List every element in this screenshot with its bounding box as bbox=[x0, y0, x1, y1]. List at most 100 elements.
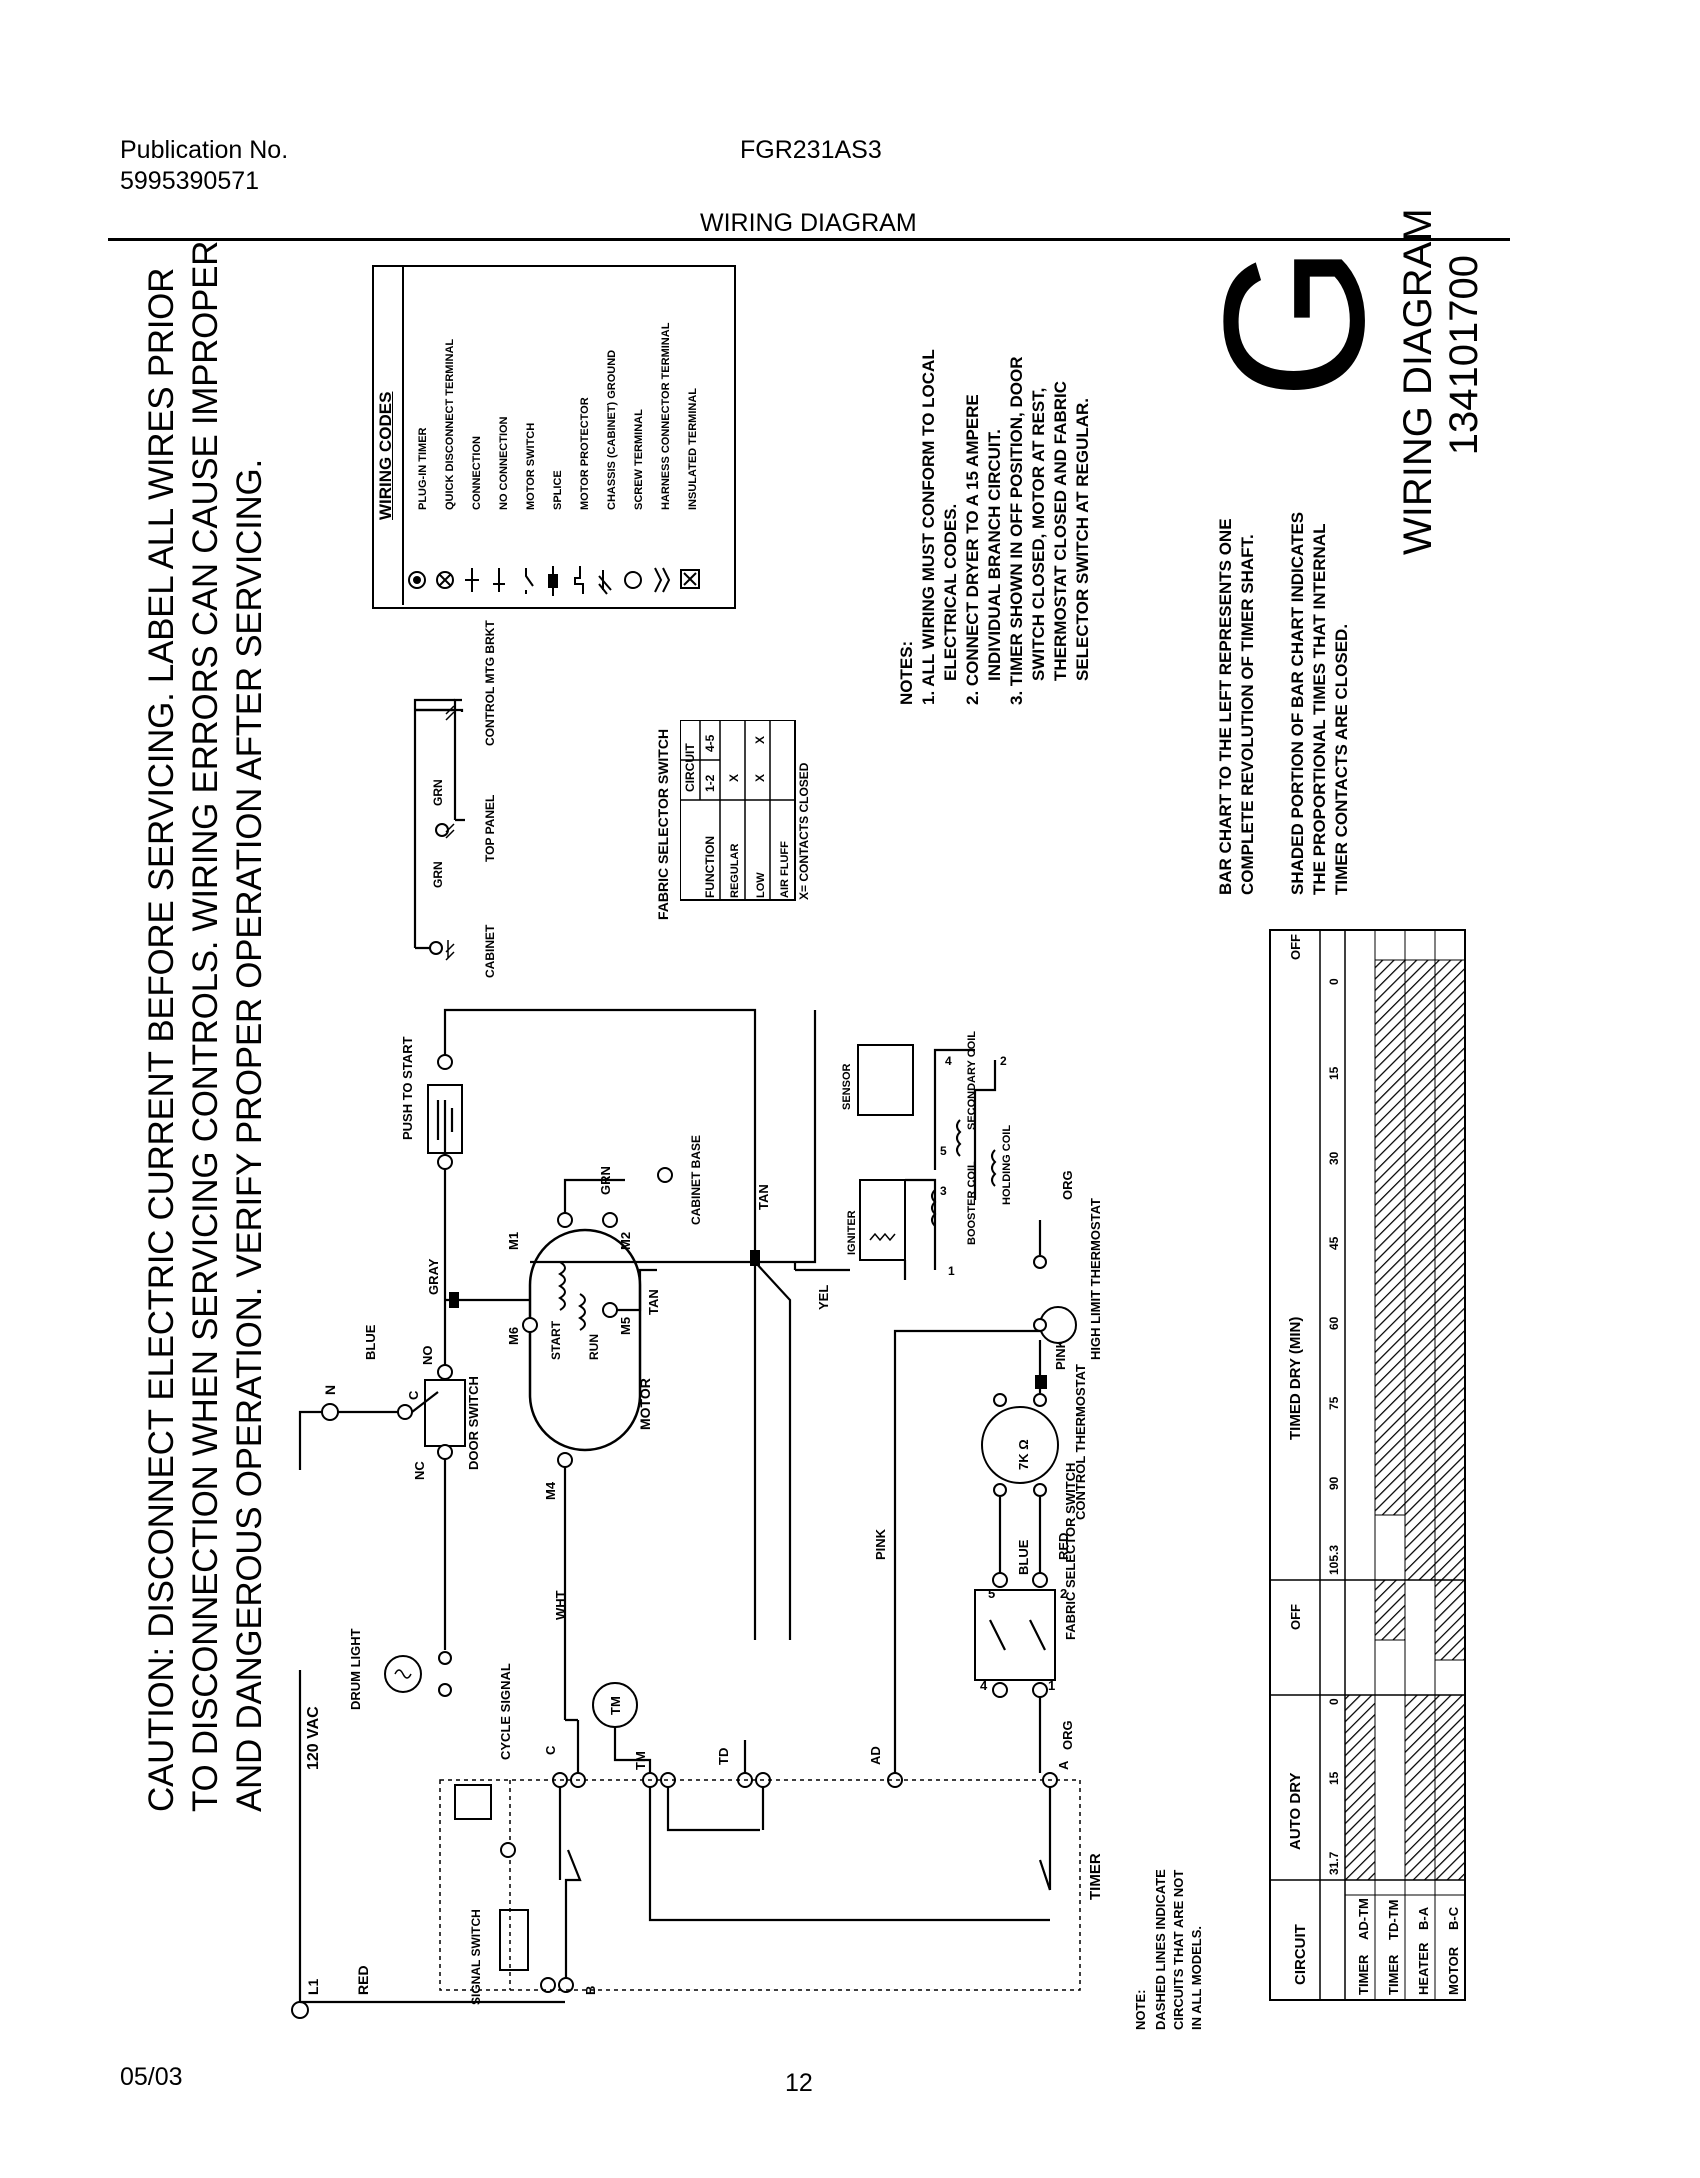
bar-td-tm bbox=[1374, 1579, 1406, 1641]
splice-icon bbox=[548, 566, 558, 596]
red-wire-label: RED bbox=[355, 1965, 371, 1995]
chart-scale-auto: 0 bbox=[1327, 1698, 1341, 1705]
chart-scale-timed: 75 bbox=[1327, 1396, 1341, 1410]
gray-wire-label: GRAY bbox=[426, 1258, 441, 1295]
fabric-col-function: FUNCTION bbox=[703, 836, 717, 898]
m2-label: M2 bbox=[618, 1232, 633, 1250]
m5-label: M5 bbox=[618, 1317, 633, 1335]
fss-red-label: RED bbox=[1056, 1533, 1071, 1560]
igniter-box bbox=[859, 1179, 906, 1261]
yel-wire-label: YEL bbox=[816, 1285, 831, 1310]
fabric-col-a: 1-2 bbox=[703, 774, 717, 792]
cycle-signal-buzzer bbox=[454, 1784, 492, 1820]
timer-tm-label: TM bbox=[633, 1751, 648, 1770]
bar-motor bbox=[1434, 1694, 1466, 1881]
fss-terminal-1 bbox=[1032, 1682, 1048, 1698]
motor-m4-terminal bbox=[557, 1452, 573, 1468]
door-c-label: C bbox=[406, 1390, 421, 1400]
org-wire-label: ORG bbox=[1060, 1170, 1075, 1200]
door-no-label: NO bbox=[420, 1346, 435, 1366]
ground-grn-2: GRN bbox=[431, 779, 445, 806]
l1-label: L1 bbox=[305, 1978, 321, 1995]
chart-scale-auto: 31.7 bbox=[1327, 1851, 1341, 1875]
push-start-terminal bbox=[437, 1154, 453, 1170]
chart-scale-auto: 15 bbox=[1327, 1771, 1341, 1785]
push-start-terminal bbox=[437, 1054, 453, 1070]
section-title: WIRING DIAGRAM bbox=[700, 209, 917, 237]
dashed-note-line: DASHED LINES INDICATE bbox=[1153, 1869, 1168, 2030]
n-label: N bbox=[322, 1385, 338, 1395]
chart-row-name: TD-TM bbox=[1386, 1900, 1401, 1940]
bar-heater bbox=[1404, 959, 1436, 1581]
fss-terminal-5 bbox=[992, 1572, 1008, 1588]
gas-valve-block: IGNITER SENSOR BOOSTER COIL HOLDING COIL… bbox=[795, 1031, 1013, 1310]
ohm-label: 7K Ω bbox=[1016, 1439, 1031, 1470]
motor-m1-terminal bbox=[557, 1212, 573, 1228]
m4-label: M4 bbox=[543, 1481, 558, 1500]
run-label: RUN bbox=[587, 1334, 601, 1360]
control-thermostat-label: CONTROL THERMOSTAT bbox=[1073, 1364, 1088, 1520]
chart-scale-timed: 90 bbox=[1327, 1476, 1341, 1490]
fss-num-1: 1 bbox=[1048, 1678, 1055, 1693]
motor-label: MOTOR bbox=[637, 1378, 653, 1430]
splice-gray bbox=[449, 1292, 459, 1308]
ground-control-label: CONTROL MTG BRKT bbox=[483, 620, 497, 746]
publication-label: Publication No. bbox=[120, 136, 289, 164]
fss-terminal-2 bbox=[1032, 1572, 1048, 1588]
wiring-codes-divider bbox=[402, 265, 404, 605]
timer-c-label: C bbox=[543, 1745, 558, 1755]
wiring-codes-box bbox=[372, 265, 736, 609]
door-nc-label: NC bbox=[412, 1461, 427, 1480]
motor-grn-label: GRN bbox=[598, 1166, 613, 1195]
chart-off-header: OFF bbox=[1288, 1604, 1303, 1630]
m6-label: M6 bbox=[506, 1327, 521, 1345]
motor-tan-label: TAN bbox=[646, 1289, 661, 1315]
m1-label: M1 bbox=[506, 1232, 521, 1250]
chart-row-group: MOTOR bbox=[1446, 1946, 1461, 1995]
chart-scale-timed: 30 bbox=[1327, 1151, 1341, 1165]
chart-row-name: B-C bbox=[1446, 1906, 1461, 1930]
chart-row-group: TIMER bbox=[1356, 1954, 1371, 1995]
fabric-col-circuit: CIRCUIT bbox=[683, 743, 697, 792]
drum-light-terminal bbox=[438, 1651, 452, 1665]
gv-num-2: 2 bbox=[1000, 1054, 1007, 1068]
power-supply: L1 RED N 120 VAC bbox=[291, 1385, 565, 2019]
cycle-signal-label: CYCLE SIGNAL bbox=[498, 1663, 513, 1760]
dashed-note-line: IN ALL MODELS. bbox=[1189, 1926, 1204, 2030]
control-thermostat: 7K Ω CONTROL THERMOSTAT PINK bbox=[981, 1338, 1088, 1520]
blue-wire-label: BLUE bbox=[363, 1324, 378, 1360]
signal-switch-label: SIGNAL SWITCH bbox=[469, 1909, 483, 2005]
publication-number: 5995390571 bbox=[120, 167, 260, 195]
drum-light-label: DRUM LIGHT bbox=[348, 1628, 363, 1710]
gv-num-5: 5 bbox=[940, 1144, 947, 1158]
chart-scale-timed: 105.3 bbox=[1327, 1545, 1341, 1575]
chart-off-end: OFF bbox=[1288, 934, 1303, 960]
model-number: FGR231AS3 bbox=[740, 136, 882, 164]
l1-terminal bbox=[291, 2001, 309, 2019]
holding-coil-label: HOLDING COIL bbox=[1001, 1125, 1013, 1205]
no-connection-icon bbox=[493, 568, 505, 592]
motor: M4 M6 M5 M1 M2 START RUN MOTOR TAN GRN C… bbox=[445, 1135, 703, 1720]
top-panel-ground-terminal bbox=[435, 823, 449, 837]
connection-icon bbox=[465, 568, 479, 592]
fss-blue-label: BLUE bbox=[1016, 1539, 1031, 1575]
hl-terminal bbox=[1033, 1318, 1047, 1332]
timer-b-terminal bbox=[540, 1977, 556, 1993]
push-to-start-label: PUSH TO START bbox=[400, 1036, 415, 1140]
timer-td-label: TD bbox=[716, 1748, 731, 1765]
chart-timed-dry-header: TIMED DRY (MIN) bbox=[1287, 1317, 1304, 1440]
chart-scale-timed: 0 bbox=[1327, 978, 1341, 985]
harness-connector-icon bbox=[654, 567, 671, 593]
secondary-coil-label: SECONDARY COIL bbox=[966, 1031, 978, 1130]
fabric-row-name: REGULAR bbox=[729, 844, 741, 898]
motor-protector-icon bbox=[574, 566, 584, 594]
fabric-row-name: LOW bbox=[755, 872, 767, 898]
gv-num-4: 4 bbox=[945, 1054, 952, 1068]
fabric-cell: X bbox=[727, 774, 741, 782]
bar-heater bbox=[1404, 1694, 1436, 1881]
splice-tan bbox=[750, 1250, 760, 1266]
ct-terminal bbox=[993, 1483, 1007, 1497]
motor-m2-terminal bbox=[602, 1212, 618, 1228]
pink-splice bbox=[1035, 1375, 1047, 1389]
